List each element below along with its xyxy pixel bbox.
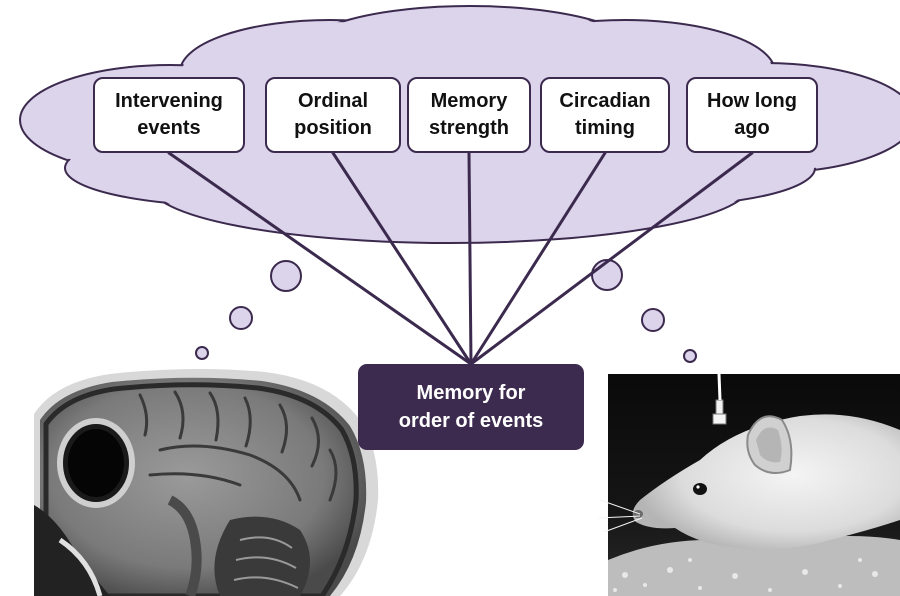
factor-intervening-events: Intervening events [93, 77, 245, 153]
brain-mri-image [34, 369, 378, 596]
rat-image [598, 374, 900, 596]
factor-circadian-timing: Circadian timing [540, 77, 670, 153]
factor-memory-strength: Memory strength [407, 77, 531, 153]
factor-ordinal-position: Ordinal position [265, 77, 401, 153]
memory-for-order-box: Memory for order of events [358, 364, 584, 450]
factor-how-long-ago: How long ago [686, 77, 818, 153]
